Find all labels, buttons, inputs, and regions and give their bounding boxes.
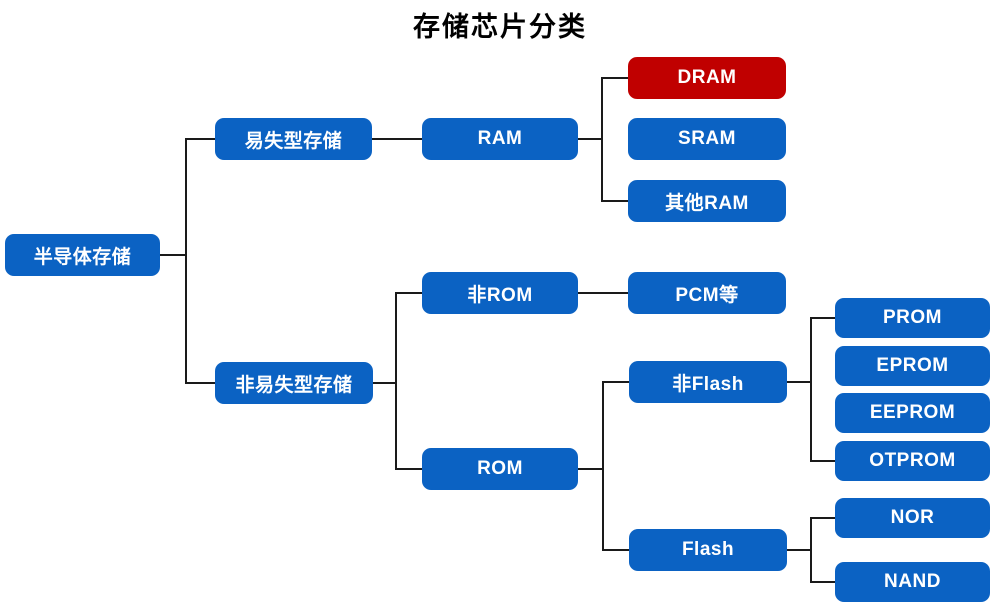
node-eeprom: EEPROM bbox=[835, 393, 990, 433]
node-volatile-storage: 易失型存储 bbox=[215, 118, 372, 160]
connector-line bbox=[811, 460, 836, 462]
connector-line bbox=[602, 77, 629, 79]
node-ram: RAM bbox=[422, 118, 578, 160]
connector-line bbox=[395, 292, 397, 470]
node-dram: DRAM bbox=[628, 57, 786, 99]
node-pcm-etc: PCM等 bbox=[628, 272, 786, 314]
connector-line bbox=[578, 292, 628, 294]
connector-line bbox=[787, 549, 812, 551]
node-flash: Flash bbox=[629, 529, 787, 571]
connector-line bbox=[787, 381, 812, 383]
connector-line bbox=[602, 200, 629, 202]
connector-line bbox=[578, 468, 604, 470]
node-non-flash: 非Flash bbox=[629, 361, 787, 403]
node-prom: PROM bbox=[835, 298, 990, 338]
diagram-title: 存储芯片分类 bbox=[413, 12, 587, 43]
connector-line bbox=[603, 381, 630, 383]
connector-line bbox=[811, 581, 836, 583]
node-non-rom: 非ROM bbox=[422, 272, 578, 314]
connector-line bbox=[603, 549, 630, 551]
connector-line bbox=[602, 381, 604, 551]
connector-line bbox=[810, 317, 812, 462]
node-rom: ROM bbox=[422, 448, 578, 490]
connector-line bbox=[373, 382, 397, 384]
node-sram: SRAM bbox=[628, 118, 786, 160]
node-eprom: EPROM bbox=[835, 346, 990, 386]
connector-line bbox=[578, 138, 603, 140]
node-nand: NAND bbox=[835, 562, 990, 602]
connector-line bbox=[810, 517, 812, 583]
connector-line bbox=[160, 254, 186, 256]
connector-line bbox=[811, 317, 836, 319]
connector-line bbox=[396, 292, 423, 294]
node-other-ram: 其他RAM bbox=[628, 180, 786, 222]
connector-line bbox=[601, 77, 603, 202]
connector-line bbox=[186, 382, 216, 384]
connector-line bbox=[186, 138, 216, 140]
connector-line bbox=[372, 138, 422, 140]
connector-line bbox=[811, 517, 836, 519]
connector-line bbox=[185, 138, 187, 384]
node-nor: NOR bbox=[835, 498, 990, 538]
node-semiconductor-storage: 半导体存储 bbox=[5, 234, 160, 276]
node-otprom: OTPROM bbox=[835, 441, 990, 481]
node-nonvolatile-storage: 非易失型存储 bbox=[215, 362, 373, 404]
connector-line bbox=[396, 468, 423, 470]
